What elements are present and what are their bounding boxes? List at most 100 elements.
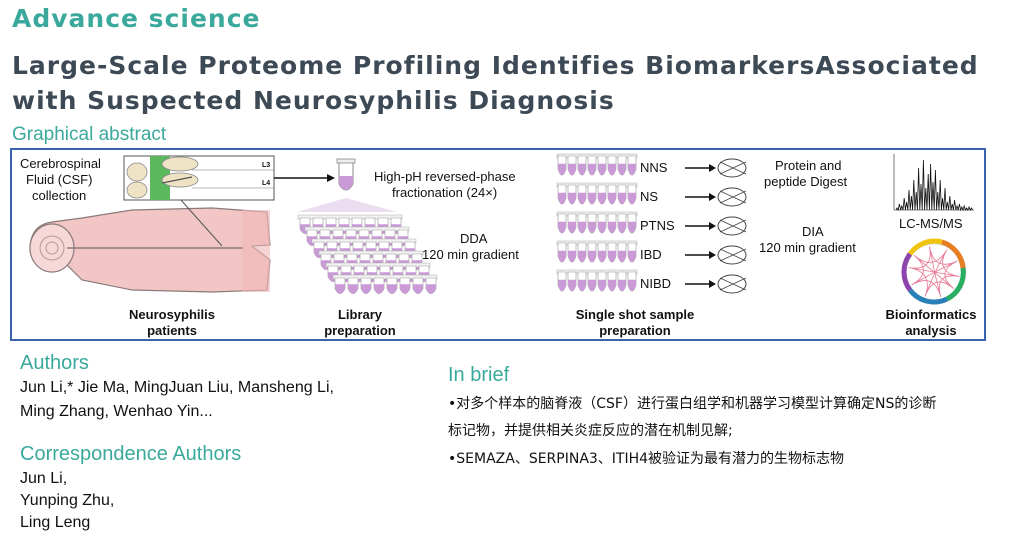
group-label: NNS — [640, 160, 668, 175]
tube-liquid — [558, 250, 566, 263]
fractionation-line2: fractionation (24×) — [392, 185, 497, 200]
tube-strip-cap — [556, 269, 638, 275]
group-label: PTNS — [640, 218, 675, 233]
tube-liquid — [568, 250, 576, 263]
fractionation-tube — [297, 158, 397, 212]
correspondence-name-2: Yunping Zhu, — [20, 492, 115, 509]
journal-name: Advance science — [12, 4, 261, 33]
tube-liquid — [588, 192, 596, 205]
tube-strip-cap — [556, 153, 638, 159]
stage-caption-single-shot-line2: preparation — [599, 323, 671, 338]
tube-liquid — [608, 250, 616, 263]
tube-liquid — [568, 279, 576, 292]
in-brief-line-2: 标记物，并提供相关炎症反应的潜在机制见解; — [448, 423, 733, 439]
ms-instrument-icon — [719, 277, 747, 291]
ms-instrument-icon — [719, 219, 747, 233]
stage-caption-bioinformatics-line1: Bioinformatics — [885, 307, 976, 322]
stage-caption-library-line2: preparation — [324, 323, 396, 338]
tube-liquid — [588, 163, 596, 176]
tube-liquid — [578, 250, 586, 263]
tube-liquid — [588, 250, 596, 263]
dda-label: DDA — [460, 231, 488, 246]
tube-liquid — [568, 192, 576, 205]
paper-title: Large-Scale Proteome Profiling Identifie… — [12, 51, 979, 115]
digest-label-line2: peptide Digest — [764, 174, 847, 189]
ms-instrument-icon — [717, 158, 747, 178]
authors-heading: Authors — [20, 352, 89, 374]
authors-line-2: Ming Zhang, Wenhao Yin... — [20, 403, 213, 420]
csf-label-line1: Cerebrospinal — [20, 156, 101, 171]
tube-liquid — [588, 221, 596, 234]
stage-caption-library-line1: Library — [338, 307, 383, 322]
ms-instrument-icon — [717, 245, 747, 265]
graphical-abstract-svg: L3 L4 Cerebrospinal Fluid (CSF) collecti… — [20, 153, 977, 338]
in-brief-line-1: •对多个样本的脑脊液（CSF）进行蛋白组学和机器学习模型计算确定NS的诊断 — [448, 396, 937, 412]
tube-liquid — [374, 284, 384, 294]
tube-strip-cap — [318, 250, 424, 256]
tube-liquid — [608, 221, 616, 234]
vertebra-label-l4: L4 — [262, 180, 270, 187]
tube-strip-cap — [304, 226, 410, 232]
dda-gradient-label: 120 min gradient — [422, 247, 519, 262]
arrow-to-tube-head — [327, 174, 335, 182]
tube-liquid — [598, 221, 606, 234]
tube-liquid — [558, 279, 566, 292]
fractionation-line1: High-pH reversed-phase — [374, 169, 516, 184]
stage-caption-bioinformatics-line2: analysis — [905, 323, 956, 338]
tube-liquid — [400, 284, 410, 294]
correspondence-name-3: Ling Leng — [20, 514, 91, 531]
dia-gradient-label: 120 min gradient — [759, 240, 856, 255]
tube-liquid — [568, 221, 576, 234]
correspondence-name-1: Jun Li, — [20, 470, 68, 487]
tube-strip-cap — [556, 240, 638, 246]
patient-body-illustration — [29, 189, 271, 293]
tube-strip-cap — [297, 214, 403, 220]
tube-liquid — [598, 279, 606, 292]
tube-strip-cap — [332, 274, 438, 280]
tube-liquid — [387, 284, 397, 294]
tube-liquid — [426, 284, 436, 294]
digest-label-line1: Protein and — [775, 158, 842, 173]
group-label: NS — [640, 189, 658, 204]
ms-instrument-icon — [717, 187, 747, 207]
tube-liquid — [618, 221, 626, 234]
library-tube-stack — [297, 214, 438, 295]
tube-liquid — [558, 192, 566, 205]
group-arrow-head — [709, 164, 716, 172]
dia-label: DIA — [802, 224, 824, 239]
group-label: NIBD — [640, 276, 671, 291]
stage-caption-patients-line2: patients — [147, 323, 197, 338]
in-brief-heading: In brief — [448, 364, 510, 386]
tube-liquid — [618, 192, 626, 205]
tube-liquid — [628, 279, 636, 292]
tube-liquid — [618, 279, 626, 292]
tube-strip-cap — [556, 182, 638, 188]
ms-instrument-icon — [719, 248, 747, 262]
tube-liquid — [608, 192, 616, 205]
circos-network-plot — [901, 238, 967, 305]
tube-liquid — [578, 192, 586, 205]
tube-liquid — [628, 250, 636, 263]
lcms-label: LC-MS/MS — [899, 216, 963, 231]
ms-spectrum-plot — [893, 154, 974, 212]
tube-liquid — [578, 279, 586, 292]
tube-liquid — [335, 284, 345, 294]
graphical-abstract-figure: L3 L4 Cerebrospinal Fluid (CSF) collecti… — [10, 148, 986, 341]
tube-strip-cap — [556, 211, 638, 217]
stage-caption-patients-line1: Neurosyphilis — [129, 307, 215, 322]
ms-instrument-icon — [719, 190, 747, 204]
tube-liquid — [588, 279, 596, 292]
ms-instrument-icon — [717, 216, 747, 236]
correspondence-heading: Correspondence Authors — [20, 443, 242, 465]
ms-instrument-icon — [719, 161, 747, 175]
tube-liquid — [598, 163, 606, 176]
group-arrow-head — [709, 222, 716, 230]
authors-line-1: Jun Li,* Jie Ma, MingJuan Liu, Mansheng … — [20, 379, 334, 396]
tube-liquid — [608, 163, 616, 176]
tube-liquid — [598, 192, 606, 205]
tube-liquid — [558, 163, 566, 176]
csf-label-line3: collection — [32, 188, 86, 203]
group-arrow-head — [709, 193, 716, 201]
group-arrow-head — [709, 251, 716, 259]
